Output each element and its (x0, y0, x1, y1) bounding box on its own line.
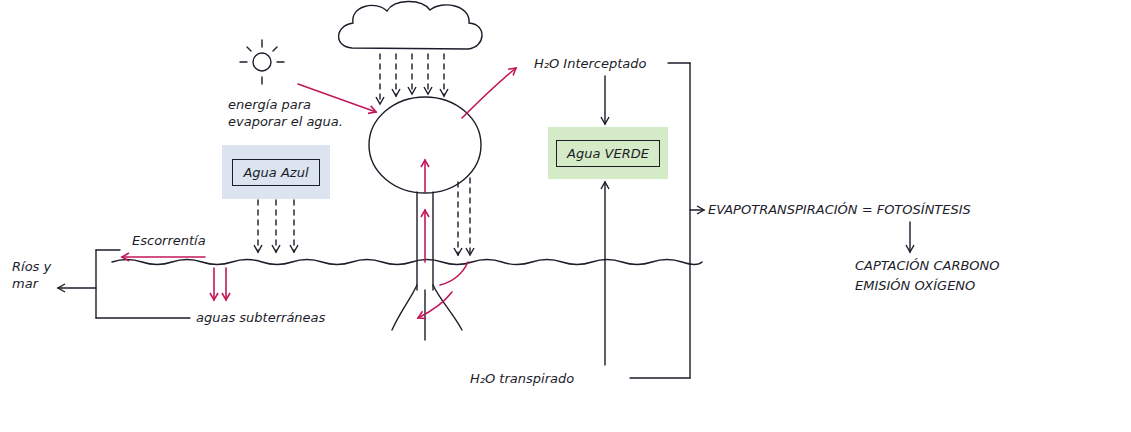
evaporation-arrow (462, 68, 516, 118)
tree-trunk (392, 192, 462, 340)
river-bracket (58, 250, 190, 318)
annotation-text: energía para evaporar el agua. (228, 96, 358, 130)
photosynthesis-arrow (909, 222, 910, 252)
intercepted-arrow (604, 76, 605, 124)
annotation-text: CAPTACIÓN CARBONO (855, 257, 1000, 274)
box-label: Agua Azul (232, 159, 319, 186)
annotation-text: Escorrentía (132, 232, 206, 249)
root-uptake-arrows (418, 262, 468, 318)
annotation-text: EMISIÓN OXÍGENO (855, 277, 975, 294)
runoff-arrow (122, 256, 205, 258)
annotation-text: aguas subterráneas (196, 309, 325, 326)
canopy-drip-arrows (458, 178, 470, 255)
evapotranspiration-bracket (630, 63, 704, 378)
water-type-box: Agua Azul (222, 145, 330, 199)
tree-crown (369, 97, 481, 193)
blue-water-arrows (258, 200, 294, 252)
sun (240, 40, 284, 84)
annotation-text: EVAPOTRANSPIRACIÓN = FOTOSÍNTESIS (708, 201, 971, 218)
water-type-box: Agua VERDE (548, 127, 668, 179)
ground-line (112, 260, 702, 265)
transpired-arrow (604, 182, 605, 365)
cloud (339, 1, 482, 49)
sap-flow-arrows (424, 160, 426, 262)
rain-arrows (380, 54, 444, 104)
annotation-text: Ríos y mar (12, 258, 52, 292)
box-label: Agua VERDE (556, 140, 660, 167)
annotation-text: H₂O Interceptado (534, 55, 647, 72)
infiltration-arrows (214, 268, 226, 300)
annotation-text: H₂O transpirado (470, 370, 574, 387)
